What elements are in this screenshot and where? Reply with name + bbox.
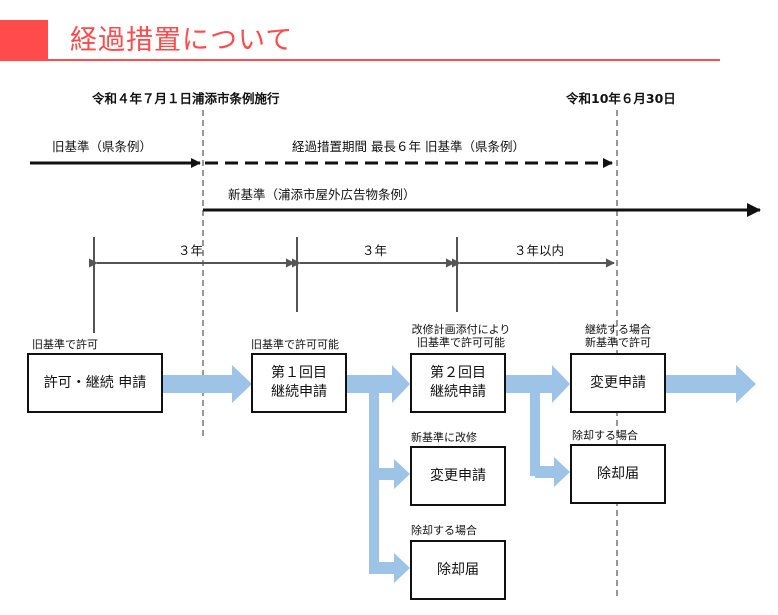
stage3-caption-line2: 旧基準で許可可能 [417,336,505,349]
branch-arrow-renovate [374,459,410,489]
flow-arrows [162,365,756,583]
stage2-box: 第１回目 継続申請 [251,353,347,413]
interval-label-3: ３年以内 [514,243,565,258]
flow-arrow-4 [666,365,756,403]
stage4-caption-line2: 新基準で許可 [585,336,651,349]
stage3-box-line2: 継続申請 [430,384,486,400]
stage3-remove-box-label: 除却届 [437,561,479,578]
new-standard-label: 新基準（浦添市屋外広告物条例） [228,187,416,202]
stage3-renovate-box: 変更申請 [410,446,506,506]
flow-arrow-1 [162,365,252,403]
stage1-box: 許可・継続 申請 [27,353,163,413]
stage3-caption: 改修計画添付により 旧基準で許可可能 [407,323,515,349]
stage2-box-line2: 継続申請 [271,384,327,400]
branch-stem-3 [530,384,540,476]
branch-arrow-remove-final [535,457,570,487]
stage3-remove-box: 除却届 [410,540,506,600]
stage4-box: 変更申請 [570,353,666,413]
interval-label-1: ３年 [178,243,204,258]
start-date-label: 令和４年７月１日浦添市条例施行 [92,91,280,106]
branch-arrow-remove [374,553,410,583]
stage4-caption-line1: 継続する場合 [585,323,651,336]
stage4-remove-box-label: 除却届 [597,465,639,482]
stage1-box-label: 許可・継続 申請 [43,374,147,391]
old-standard-label: 旧基準（県条例） [52,139,153,154]
interval-label-2: ３年 [362,243,388,258]
stage1-caption: 旧基準で許可 [32,338,98,351]
transition-label: 経過措置期間 最長６年 旧基準（県条例） [292,139,525,154]
stage4-remove-box: 除却届 [570,444,666,504]
stage4-remove-caption: 除却する場合 [572,429,638,442]
stage4-box-label: 変更申請 [590,374,646,391]
stage2-box-line1: 第１回目 [271,365,327,381]
stage3-remove-caption: 除却する場合 [411,524,477,537]
stage2-caption: 旧基準で許可可能 [251,338,339,351]
stage3-renovate-box-label: 変更申請 [430,467,486,484]
end-date-label: 令和10年６月30日 [566,91,676,106]
stage3-box: 第２回目 継続申請 [410,353,506,413]
page-title: 経過措置について [70,25,294,56]
title-accent-block [0,20,48,60]
stage3-caption-line1: 改修計画添付により [411,323,511,336]
title-underline [0,59,720,61]
stage4-caption: 継続する場合 新基準で許可 [568,323,668,349]
stage3-renovate-caption: 新基準に改修 [411,431,477,444]
stage3-box-line1: 第２回目 [430,365,486,381]
